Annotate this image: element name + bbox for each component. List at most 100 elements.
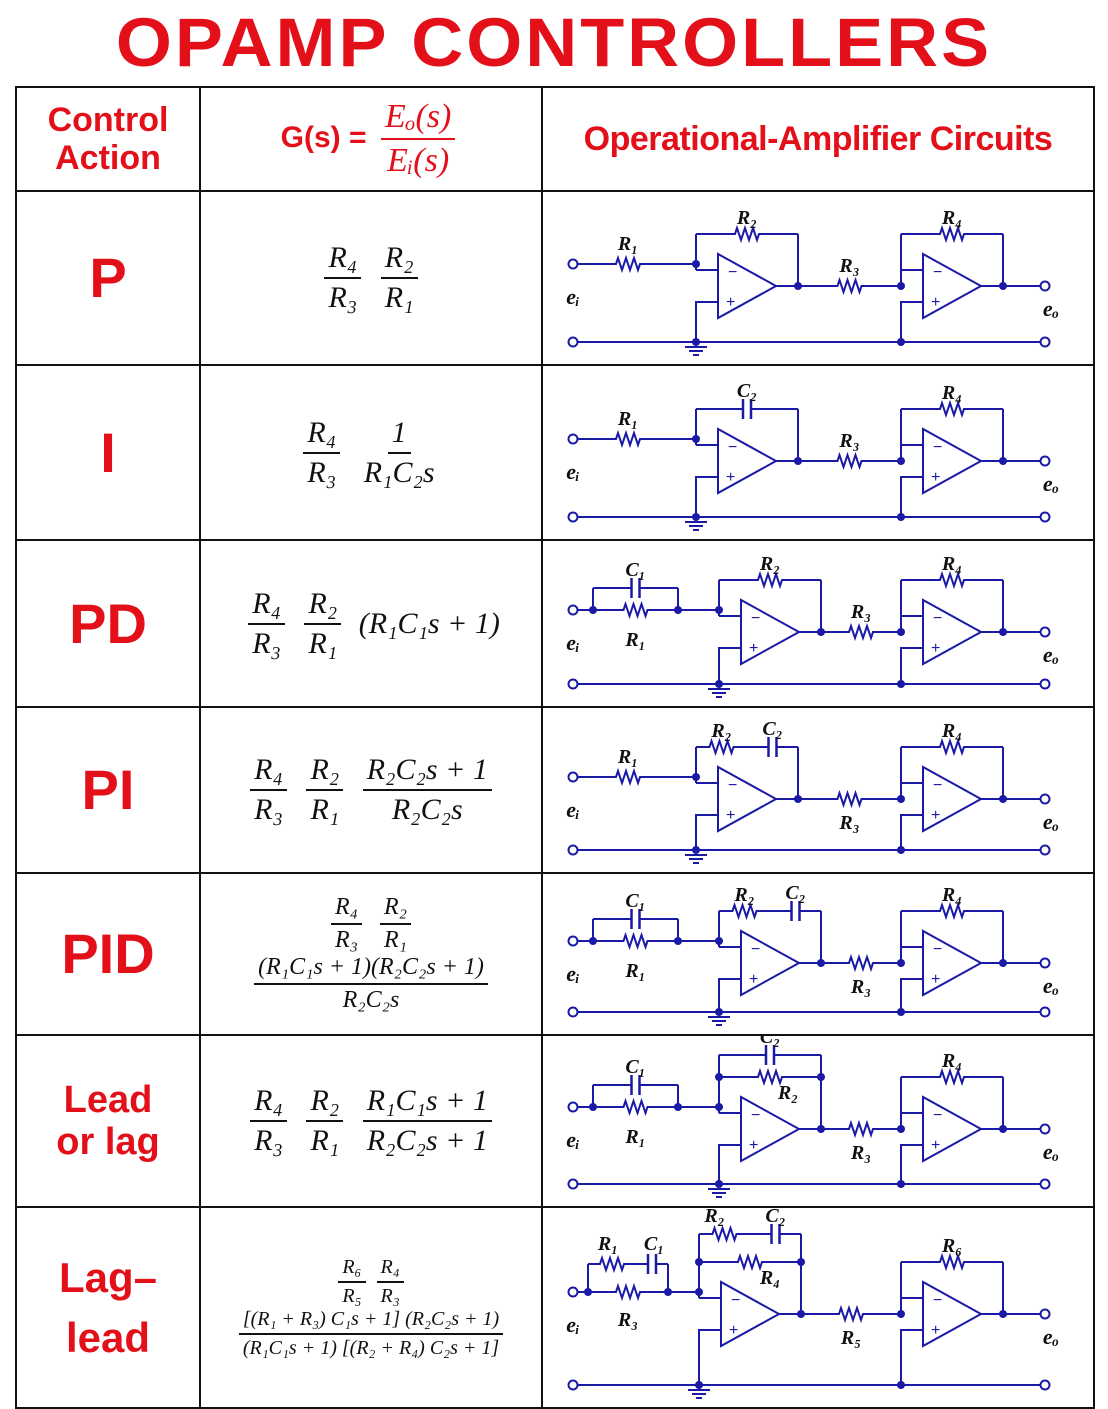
opamp-minus: − [933,610,942,627]
opamp-plus: + [931,294,940,311]
action-label: PID [15,872,201,1036]
tf-num: R₄ [303,416,341,454]
tf-den: R₂C₂s + 1 [366,1124,488,1157]
resistor [719,901,770,921]
tf-fraction: [(R₁ + R₃) C₁s + 1] (R₂C₂s + 1)(R₁C₁s + … [238,1308,504,1360]
opamp-minus: − [731,1292,740,1309]
junction-dot [999,628,1007,636]
resistor [588,429,668,449]
opamp [740,929,802,997]
opamp [717,765,779,833]
terminal [1039,511,1051,523]
tf-num: R₆ [338,1256,366,1283]
opamp-minus: − [728,777,737,794]
label-r3: R₃ [838,430,859,452]
resistor [901,737,1003,757]
junction-dot [797,1258,805,1266]
wire [900,1297,923,1314]
tf-den: R₁C₂s [363,455,435,489]
terminal [567,604,579,616]
opamp-minus: − [933,777,942,794]
header-action-line1: Control [47,101,169,139]
label-r2: R₂ [777,1082,798,1104]
resistor [901,1252,1003,1272]
resistor [901,901,1003,921]
opamp-plus: + [749,971,758,988]
label-r4: R₄ [941,1050,962,1072]
tf-num: R₂ [380,241,418,279]
opamp-plus: + [726,807,735,824]
terminal [567,1006,579,1018]
header-row: Control Action G(s) = Eₒ(s) Eᵢ(s) Operat… [15,86,1095,192]
label-r4: R₄ [941,207,962,229]
terminal [567,844,579,856]
tf-den: R₁ [310,1124,340,1157]
opamp-minus: − [728,264,737,281]
opamp-plus: + [931,1137,940,1154]
terminal [1039,336,1051,348]
opamp-minus: − [728,439,737,456]
terminal [1039,678,1051,690]
opamp [720,1280,782,1348]
tf-num: R₄ [376,1256,404,1283]
wire [900,946,923,963]
label-r5: R₅ [840,1327,861,1349]
wire [900,1329,923,1385]
terminal [1039,793,1051,805]
action-label: Lead or lag [15,1034,201,1208]
junction-dot [715,1008,723,1016]
opamp-plus: + [749,640,758,657]
junction-dot [897,1180,905,1188]
junction-dot [897,680,905,688]
action-line1: Lead [63,1079,153,1121]
opamp [740,598,802,666]
label-eo: eₒ [1043,296,1059,321]
opamp-plus: + [931,469,940,486]
wire [900,269,923,286]
resistor [901,399,1003,419]
tf-num: R₄ [250,1084,287,1122]
gs-prefix: G(s) = [280,120,367,154]
tf-num: R₄ [250,753,287,791]
tf-den: R₃ [380,1284,400,1307]
wire [695,301,718,342]
wire [900,301,923,342]
opamp [922,427,984,495]
resistor [798,451,901,471]
junction-dot [999,959,1007,967]
terminal [1039,844,1051,856]
label-c2: C₂ [785,882,805,904]
wire [695,814,718,850]
action-label: P [15,190,201,366]
opamp-minus: − [933,941,942,958]
tf-num: 1 [387,416,411,454]
wire [698,1329,721,1385]
label-r2: R₂ [710,720,731,742]
junction-dot [999,282,1007,290]
label-r4: R₄ [941,884,962,906]
opamp-plus: + [931,807,940,824]
terminal [1039,280,1051,292]
resistor [588,1254,636,1274]
tf-num: R₂ [304,587,342,625]
resistor [821,1119,901,1139]
label-r2: R₂ [759,553,780,575]
label-r1: R₁ [597,1233,618,1255]
resistor [699,1252,801,1272]
